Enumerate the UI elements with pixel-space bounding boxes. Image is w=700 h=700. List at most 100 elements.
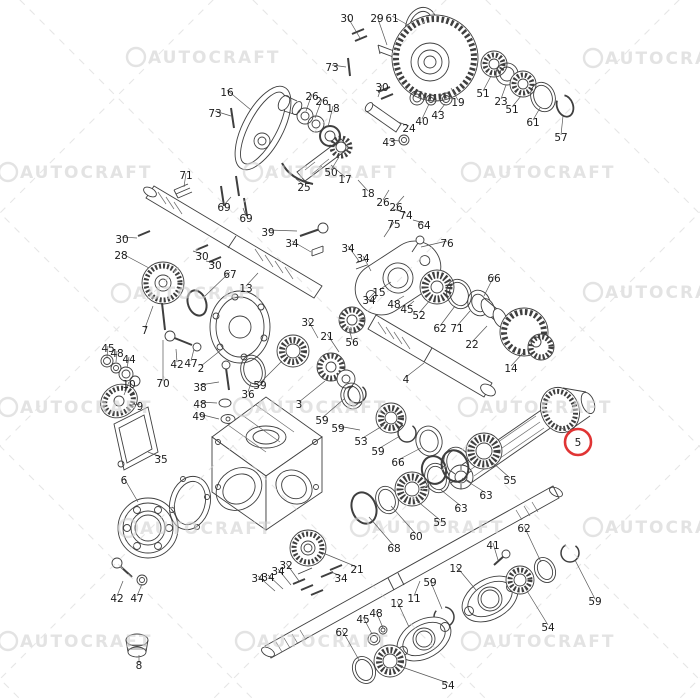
watermark: AUTOCRAFT — [242, 161, 397, 183]
part-number: 18 — [326, 103, 339, 115]
part-callout-43: 43 — [382, 137, 401, 149]
watermark-text: AUTOCRAFT — [140, 519, 272, 539]
part-number: 63 — [454, 503, 467, 515]
watermark-text: AUTOCRAFT — [265, 163, 397, 183]
part-number: 34 — [261, 572, 275, 584]
part-number: 7 — [142, 325, 149, 337]
part-number: 51 — [476, 88, 489, 100]
part-callout-34: 34 — [285, 238, 312, 253]
stub-shaft-24 — [364, 90, 453, 146]
part-number: 11 — [407, 593, 420, 605]
part-number: 48 — [110, 348, 123, 360]
part-number: 54 — [541, 622, 555, 634]
bearing-51b — [509, 70, 537, 98]
part-number: 32 — [301, 317, 314, 329]
part-number: 30 — [195, 251, 208, 263]
part-callout-61: 61 — [385, 13, 409, 26]
plug-8 — [125, 633, 149, 658]
part-number: 50 — [324, 167, 337, 179]
part-callout-54: 54 — [523, 585, 555, 634]
part-number: 22 — [465, 339, 478, 351]
part-callout-62: 62 — [517, 523, 542, 563]
part-callout-29: 29 — [370, 13, 388, 46]
lever-25 — [281, 162, 314, 185]
shaft-13 — [143, 185, 323, 299]
watermark: AUTOCRAFT — [110, 282, 263, 304]
watermark: AUTOCRAFT — [457, 396, 610, 418]
part-callout-51: 51 — [505, 95, 522, 116]
part-number: 51 — [505, 104, 518, 116]
part-callout-70: 70 — [156, 340, 170, 390]
part-callout-68: 68 — [368, 516, 401, 555]
part-callout-48: 48 — [193, 399, 218, 411]
part-callout-34: 34 — [356, 253, 372, 272]
watermark-text: AUTOCRAFT — [20, 398, 152, 418]
pin-70-bolt-42 — [161, 302, 202, 352]
watermark-text: AUTOCRAFT — [605, 283, 700, 303]
part-callout-59: 59 — [315, 398, 345, 427]
part-callout-73: 73 — [325, 62, 347, 74]
watermark-text: AUTOCRAFT — [20, 632, 152, 652]
fork-71 — [173, 183, 193, 199]
cover-plate-35 — [113, 406, 159, 471]
part-number: 55 — [503, 475, 516, 487]
bearing-52 — [419, 269, 455, 305]
part-number: 45 — [400, 304, 413, 316]
watermark-text: AUTOCRAFT — [483, 163, 615, 183]
part-callout-54: 54 — [398, 665, 455, 692]
watermark: AUTOCRAFT — [349, 516, 502, 538]
watermark: AUTOCRAFT — [125, 46, 280, 68]
part-number: 45 — [101, 343, 114, 355]
part-callout-71: 71 — [450, 310, 471, 335]
part-number: 26 — [315, 96, 329, 108]
part-callout-66: 66 — [391, 447, 422, 469]
shaft-5-assembly — [448, 386, 596, 490]
part-callout-48: 48 — [387, 295, 405, 311]
part-callout-67: 67 — [204, 269, 237, 297]
watermark-text: AUTOCRAFT — [148, 48, 280, 68]
part-number: 55 — [433, 517, 446, 529]
gasket-36 — [240, 354, 266, 388]
seal-68-ring-60-bearing-55-rings-63 — [350, 449, 470, 525]
part-callout-41: 41 — [486, 540, 500, 561]
part-callout-35: 35 — [147, 451, 168, 466]
part-callout-8: 8 — [136, 655, 142, 672]
part-callout-12: 12 — [449, 563, 477, 591]
part-callout-30: 30 — [340, 13, 361, 39]
part-number: 67 — [223, 269, 236, 281]
part-number: 18 — [361, 188, 374, 200]
part-number: 13 — [239, 283, 252, 295]
watermark: AUTOCRAFT — [582, 47, 700, 69]
flange-12a-bearing-54 — [461, 543, 580, 623]
part-number: 57 — [554, 132, 567, 144]
part-callout-21: 21 — [320, 331, 340, 353]
part-callout-63: 63 — [440, 489, 468, 515]
part-number: 59 — [423, 577, 436, 589]
part-number: 23 — [494, 96, 507, 108]
highlight-circle-part-5: 5 — [555, 423, 593, 457]
part-number: 39 — [261, 227, 274, 239]
housing-box — [211, 396, 323, 531]
part-callout-6: 6 — [121, 475, 139, 503]
part-callout-62: 62 — [433, 305, 456, 335]
part-number: 43 — [382, 137, 395, 149]
watermark-text: AUTOCRAFT — [257, 632, 389, 652]
part-callout-32: 32 — [279, 560, 300, 582]
watermark: AUTOCRAFT — [0, 630, 152, 652]
part-callout-23: 23 — [494, 84, 508, 108]
part-number: 34 — [285, 238, 299, 250]
part-callout-42: 42 — [110, 580, 124, 605]
part-callout-69: 69 — [239, 207, 253, 225]
part-number: 17 — [338, 174, 351, 186]
gear-9 — [100, 383, 138, 419]
part-number: 63 — [479, 490, 492, 502]
bearing-59 — [276, 334, 310, 368]
shaft-4 — [338, 306, 496, 398]
part-callout-18: 18 — [357, 179, 375, 200]
part-callout-24: 24 — [397, 121, 416, 135]
flange-2 — [209, 290, 271, 364]
part-number: 62 — [335, 627, 348, 639]
part-number: 34 — [271, 566, 285, 578]
part-number: 49 — [192, 411, 205, 423]
part-callout-26: 26 — [305, 91, 319, 112]
